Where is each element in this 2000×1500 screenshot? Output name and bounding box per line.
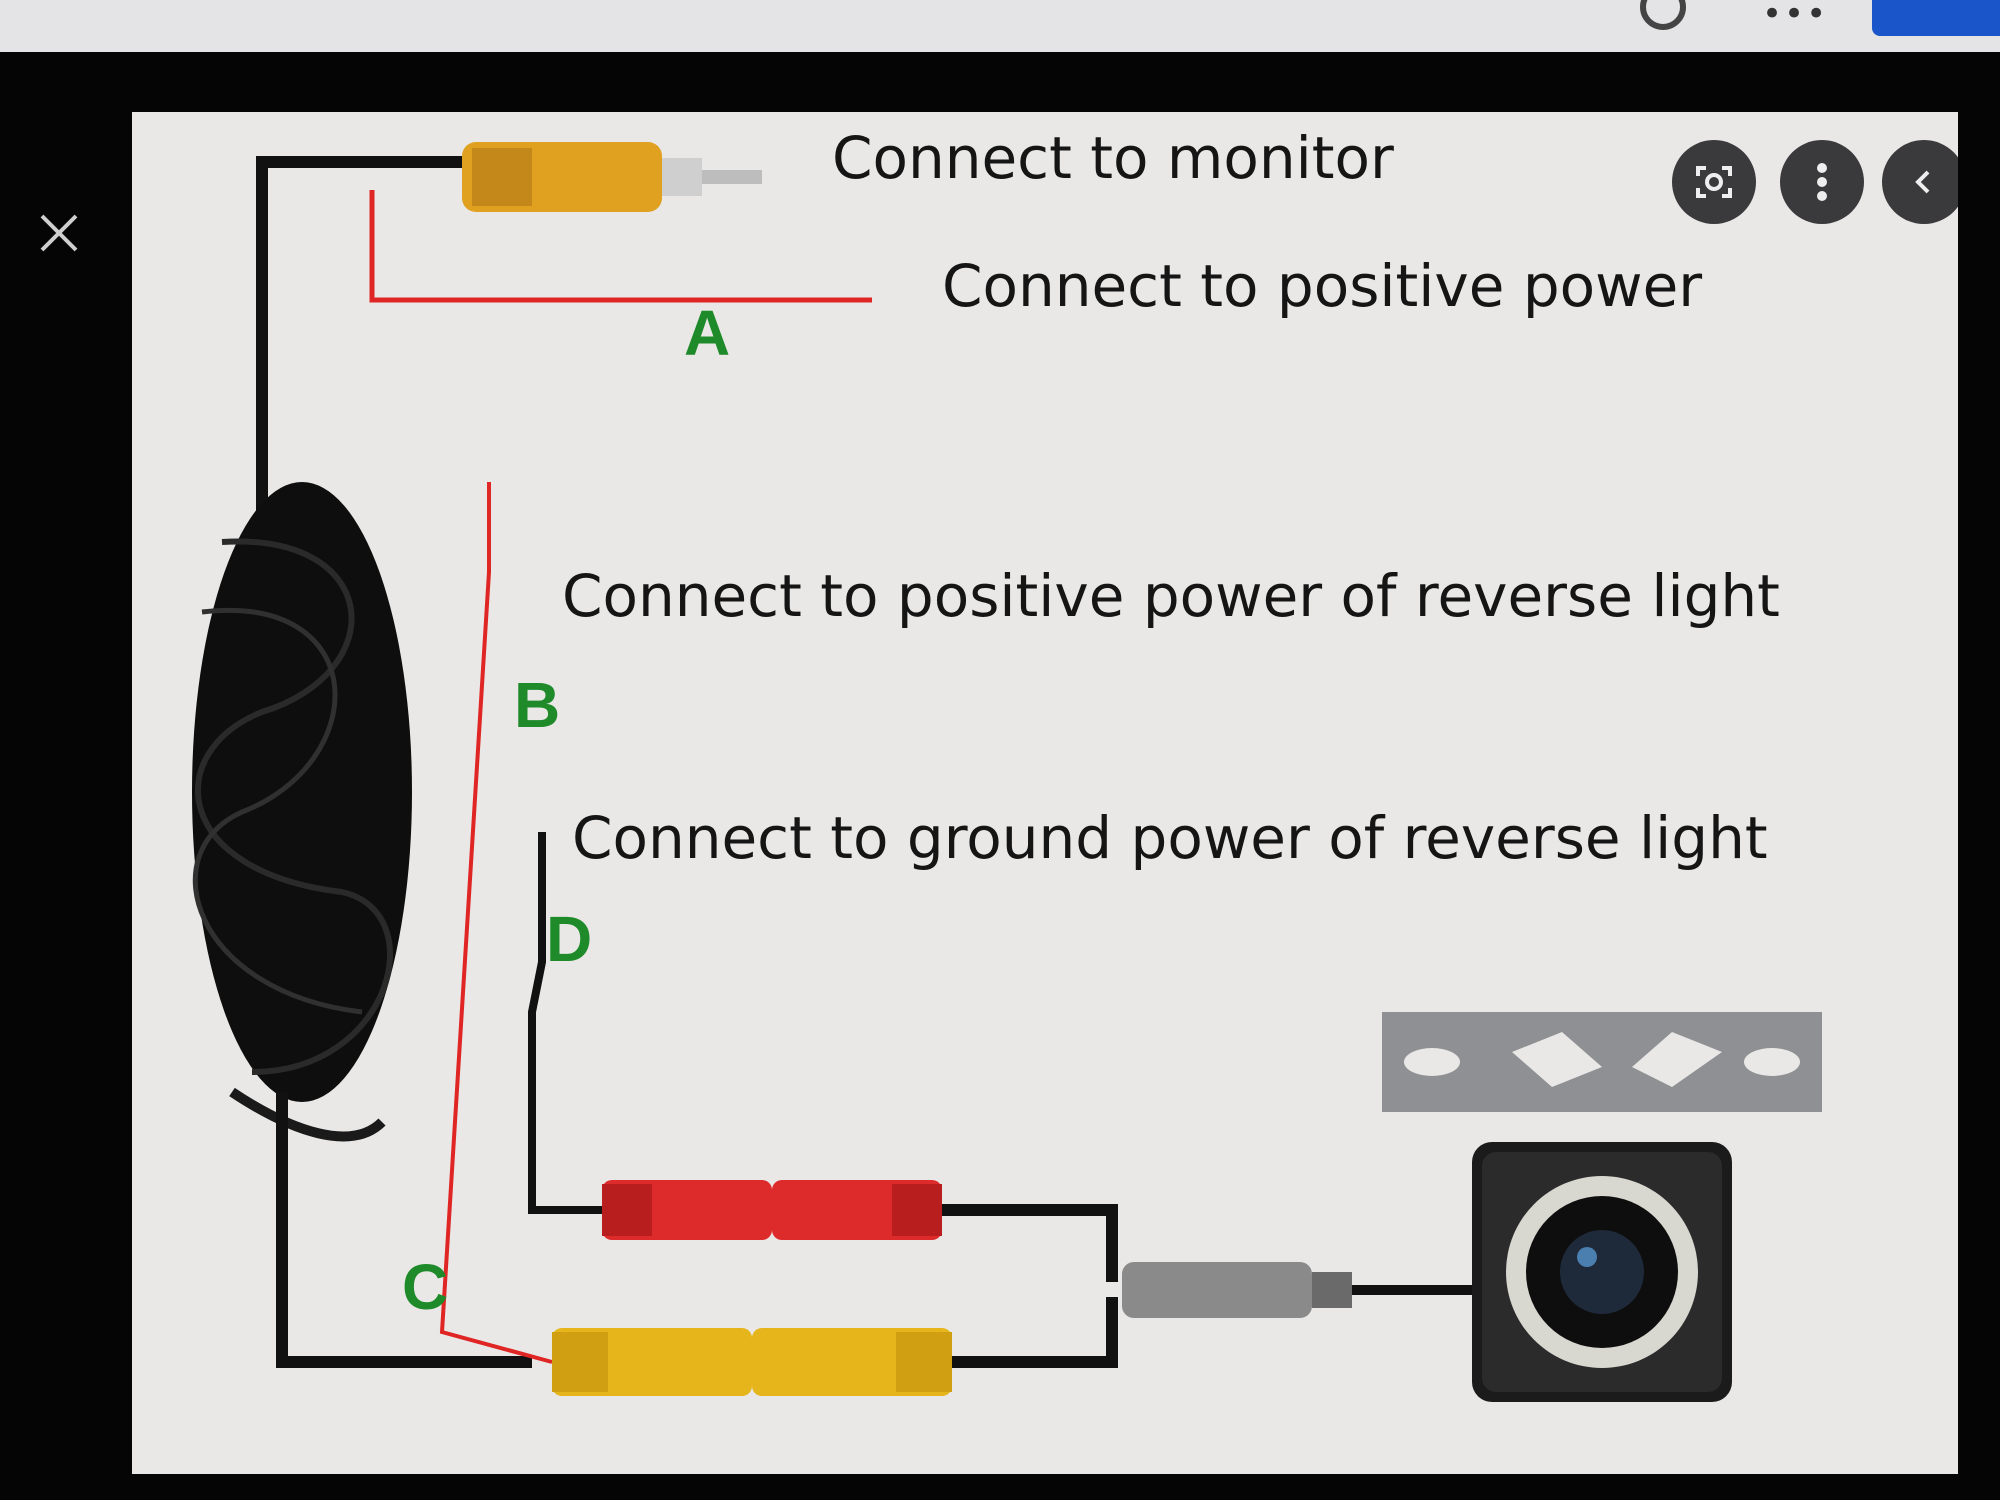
video-cable-bottom (276, 1092, 532, 1368)
vertical-dots-icon (1817, 163, 1827, 201)
label-connect-reverse-ground: Connect to ground power of reverse light (572, 804, 1768, 872)
wire-b-red (439, 482, 553, 1364)
letter-a: A (684, 297, 731, 369)
wiring-diagram-image: Connect to monitor Connect to positive p… (132, 112, 1958, 1474)
wire-a-red (369, 190, 872, 303)
label-connect-positive-power: Connect to positive power (942, 252, 1703, 320)
letter-b: B (514, 669, 561, 741)
label-connect-monitor: Connect to monitor (832, 124, 1394, 192)
coiled-cable (192, 482, 412, 1142)
letter-c: C (402, 1251, 449, 1323)
apps-menu-icon[interactable]: ••• (1762, 0, 1829, 34)
yellow-connector-pair (552, 1328, 952, 1396)
camera-body (1472, 1142, 1732, 1402)
sign-in-button[interactable] (1872, 0, 2000, 36)
camera-bracket (1382, 1012, 1822, 1112)
wiring-diagram (192, 142, 1822, 1402)
settings-icon[interactable] (1640, 0, 1686, 30)
lens-search-button[interactable] (1672, 140, 1756, 224)
lens-icon (1696, 166, 1732, 198)
close-icon[interactable] (36, 210, 82, 256)
browser-toolbar: ••• (0, 0, 2000, 52)
grey-splitter-connector (1122, 1262, 1472, 1318)
collapse-panel-button[interactable] (1882, 140, 1958, 224)
wire-d-black (528, 832, 602, 1214)
more-options-button[interactable] (1780, 140, 1864, 224)
label-connect-reverse-positive: Connect to positive power of reverse lig… (562, 562, 1780, 630)
letter-d: D (546, 903, 593, 975)
chevron-left-icon (1915, 170, 1930, 194)
rca-plug-yellow-top (462, 142, 762, 212)
red-connector-pair (602, 1180, 942, 1240)
video-cable-top (256, 156, 472, 552)
